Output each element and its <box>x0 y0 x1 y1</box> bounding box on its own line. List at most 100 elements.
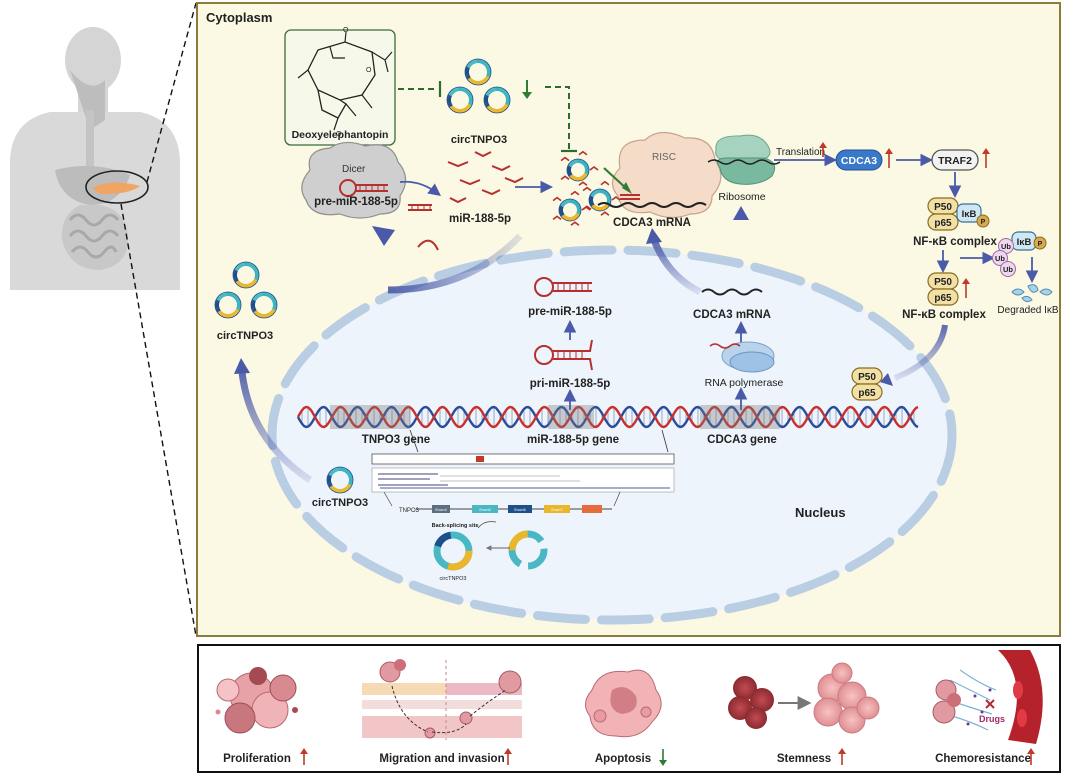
circtnpo3-nucleus-label: circTNPO3 <box>312 497 368 509</box>
down-arrow-circtnpo3 <box>522 80 532 99</box>
svg-text:O: O <box>343 27 349 34</box>
exon7 <box>544 505 570 513</box>
svg-text:P50: P50 <box>858 372 876 383</box>
nfkb-in-nucleus: P50 p65 <box>851 367 883 401</box>
ubiquitinated-ikb: IκB P Ub Ub Ub <box>992 231 1047 277</box>
proliferation-illustration <box>215 667 298 734</box>
circtnpo3-cluster-left <box>214 261 278 319</box>
nucleus <box>267 245 957 625</box>
svg-text:Ub: Ub <box>995 254 1005 263</box>
circrna-icon <box>446 86 474 114</box>
phenotype-label: Stemness <box>777 753 831 765</box>
phenotype-label: Migration and invasion <box>379 753 504 765</box>
drugs-label: Drugs <box>979 714 1005 724</box>
svg-text:O: O <box>336 131 342 138</box>
pre-mir-nuc-label: pre-miR-188-5p <box>528 306 612 318</box>
chemoresistance-illustration: Drugs <box>932 650 1043 744</box>
phenotype-migration: Migration and invasion <box>379 748 512 765</box>
loop-fragment <box>417 239 439 251</box>
genome-browser-inset <box>371 429 675 507</box>
cdca3-gene-label: CDCA3 gene <box>707 434 777 446</box>
nucleus-label: Nucleus <box>795 505 846 520</box>
circtnpo3-export-arrow <box>238 371 312 483</box>
circrna-icon <box>483 86 511 114</box>
dicer-to-mirna-arrow <box>399 180 442 197</box>
up-arrow-nfkb <box>962 278 970 298</box>
cdca3-gene-region <box>700 405 780 429</box>
circtnpo3-sponge <box>552 150 621 226</box>
mirna-fragments <box>447 151 524 204</box>
stemness-illustration <box>728 662 880 734</box>
svg-text:p65: p65 <box>934 218 952 229</box>
pre-mir-export-arrow <box>387 233 523 294</box>
circrna-icon <box>326 466 354 494</box>
nfkb-complex-free: P50 p65 <box>927 272 959 306</box>
inhibition-lines <box>398 86 570 150</box>
mirna-duplex-small <box>408 204 432 211</box>
cdca3-protein <box>835 149 883 171</box>
ribosome-label: Ribosome <box>718 191 765 203</box>
up-arrow <box>1027 748 1035 765</box>
svg-text:Ub: Ub <box>1001 242 1011 251</box>
migration-invasion-illustration <box>362 659 522 740</box>
cdca3-mrna-cyto-label: CDCA3 mRNA <box>613 217 691 229</box>
cytoplasm-label: Cytoplasm <box>206 10 272 25</box>
up-arrow-cdca3 <box>885 148 893 168</box>
phenotype-label: Proliferation <box>223 753 291 765</box>
mir-188-label: miR-188-5p <box>449 213 511 225</box>
traf2-protein <box>931 149 979 171</box>
svg-text:P50: P50 <box>934 277 952 288</box>
phenotype-stemness: Stemness <box>777 748 846 765</box>
zoom-line-bottom <box>120 203 197 637</box>
svg-text:IκB: IκB <box>1017 237 1032 248</box>
circtnpo3-nucleus <box>326 466 354 494</box>
circtnpo3-cluster-top <box>446 58 511 114</box>
dna-strand <box>296 405 919 429</box>
circtnpo3-left-label: circTNPO3 <box>217 330 273 342</box>
deoxyelephantopin-structure: O O O Deoxyelephantopin <box>284 27 396 146</box>
pancreas-highlight <box>85 170 149 204</box>
nfkb-complex-1-label: NF-κB complex <box>913 236 997 248</box>
svg-text:Exon7: Exon7 <box>551 507 563 512</box>
apoptosis-illustration <box>585 669 662 738</box>
circrna-icon <box>232 261 260 289</box>
tnpo3-gene-label: TNPO3 gene <box>362 434 430 446</box>
svg-text:IκB: IκB <box>962 209 977 220</box>
exon6 <box>508 505 532 513</box>
circtnpo3-top-label: circTNPO3 <box>451 134 507 146</box>
svg-text:p65: p65 <box>858 388 876 399</box>
svg-text:Exon4: Exon4 <box>435 507 447 512</box>
pri-mir-label: pri-miR-188-5p <box>530 378 611 390</box>
circtnpo3-small-label: circTNPO3 <box>440 576 467 582</box>
svg-text:p65: p65 <box>934 293 952 304</box>
up-arrow <box>300 748 308 765</box>
dicer-label: Dicer <box>342 164 366 175</box>
circrna-icon <box>558 198 582 222</box>
circrna-icon <box>214 291 242 319</box>
circrna-icon <box>250 291 278 319</box>
cdca3-label: CDCA3 <box>841 155 877 167</box>
nfkb-complex-with-ikb: P50 p65 IκB P <box>927 197 990 231</box>
cdca3-mrna-cyto <box>597 202 707 208</box>
svg-text:P: P <box>981 219 986 226</box>
phenotype-labels: Proliferation Migration and invasion Apo… <box>223 748 1035 766</box>
tnpo3-gene-region <box>330 405 410 429</box>
translation-label: Translation <box>776 147 825 158</box>
mir-gene-label: miR-188-5p gene <box>527 434 619 446</box>
human-body-illustration <box>10 27 180 290</box>
tnpo3-exon-track: TNPO3 Exon4 Exon5 Exon6 Exon7 <box>399 505 612 514</box>
svg-text:P: P <box>1038 241 1043 248</box>
up-arrow <box>838 748 846 765</box>
up-arrow-traf2 <box>982 148 990 168</box>
phenotype-proliferation: Proliferation <box>223 748 308 765</box>
degraded-ikb-label: Degraded IκB <box>997 305 1058 316</box>
pri-mir-hairpin <box>534 339 593 371</box>
pre-mir-hairpin-nucleus <box>534 277 592 297</box>
exon4 <box>432 505 450 513</box>
deoxyelephantopin-label: Deoxyelephantopin <box>292 129 389 141</box>
cdca3-mrna-nuc-label: CDCA3 mRNA <box>693 309 771 321</box>
mir-gene-region <box>548 405 594 429</box>
traf2-label: TRAF2 <box>938 155 972 167</box>
phenotype-label: Apoptosis <box>595 753 651 765</box>
circrna-icon <box>566 158 590 182</box>
